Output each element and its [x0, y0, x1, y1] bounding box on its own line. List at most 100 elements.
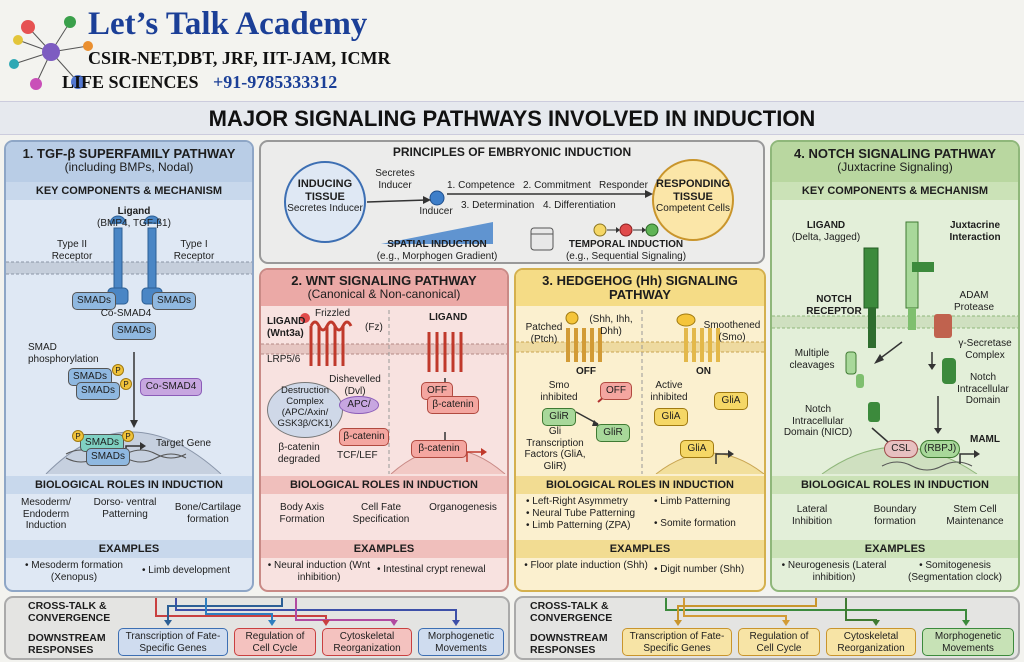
notch-role-1: Lateral Inhibition — [791, 504, 833, 527]
type1-receptor-shape — [141, 215, 163, 305]
tgf-header: 1. TGF-β SUPERFAMILY PATHWAY (including … — [6, 142, 252, 182]
step-competence: 1. Competence — [447, 180, 515, 191]
type1-receptor-label: Type I Receptor — [173, 239, 215, 262]
maml-label: MAML — [970, 434, 1000, 445]
crosstalk-right-panel: CROSS-TALK & CONVERGENCE DOWNSTREAM RESP… — [514, 596, 1020, 660]
wnt-ligand-right: LIGAND — [429, 312, 468, 323]
hh-role-5: • Somite formation — [654, 518, 736, 529]
lrp-label: LRP5/6 — [267, 354, 301, 365]
hh-roles-heading: BIOLOGICAL ROLES IN INDUCTION — [516, 476, 764, 494]
responding-tissue-title: RESPONDING TISSUE — [656, 178, 730, 203]
smo-inhibited-label: Smo inhibited — [540, 380, 578, 403]
co-smad4-smads-box: SMADs — [112, 322, 156, 340]
hh-role-3: • Limb Patterning (ZPA) — [526, 520, 631, 531]
glia-box-1: GliA — [714, 392, 748, 410]
hh-role-1: • Left-Right Asymmetry — [526, 496, 628, 507]
active-inhibited-label: Active inhibited — [650, 380, 688, 403]
step-determination: 3. Determination — [461, 200, 535, 211]
step-commitment: 2. Commitment — [523, 180, 591, 191]
principles-title: PRINCIPLES OF EMBRYONIC INDUCTION — [392, 145, 632, 159]
notch-role-2: Boundary formation — [873, 504, 917, 527]
tgf-title: 1. TGF-β SUPERFAMILY PATHWAY — [22, 146, 236, 161]
phosphate-badge-1: P — [112, 364, 124, 376]
notch-panel: 4. NOTCH SIGNALING PATHWAY (Juxtacrine S… — [770, 140, 1020, 592]
hh-role-2: • Neural Tube Patterning — [526, 508, 636, 519]
apc-box: APC/ — [339, 396, 379, 414]
temporal-induction-label: TEMPORAL INDUCTION (e.g., Sequential Sig… — [551, 239, 701, 262]
fz-label: (Fz) — [365, 322, 383, 333]
multiple-cleavages-label: Multiple cleavages — [789, 348, 835, 371]
adam-label: ADAM Protease — [953, 290, 995, 313]
spatial-induction-label: SPATIAL INDUCTION (e.g., Morphogen Gradi… — [357, 239, 517, 262]
wnt-ligand-left: LIGAND (Wnt3a) — [267, 316, 306, 339]
tgf-ligand-examples: (BMP4, TGF-β1) — [97, 217, 171, 229]
wnt-role-3: Organogenesis — [429, 502, 497, 513]
academy-logo — [8, 12, 94, 92]
glir-box-2: GliR — [596, 424, 630, 442]
spatial-sub: (e.g., Morphogen Gradient) — [376, 250, 498, 262]
patched-label: Patched (Ptch) — [525, 322, 563, 345]
notch-ligand-examples: (Delta, Jagged) — [791, 231, 861, 243]
notch-receptor-label: NOTCH RECEPTOR — [806, 294, 862, 317]
destruction-complex-label: Destruction Complex (APC/Axin/ GSK3β/CK1… — [277, 385, 333, 429]
notch-example-1: • Neurogenesis (Lateral inhibition) — [781, 560, 887, 583]
notch-title: 4. NOTCH SIGNALING PATHWAY — [794, 146, 996, 161]
tgf-examples-heading: EXAMPLES — [6, 540, 252, 558]
co-smad4-label: Co-SMAD4 — [100, 308, 152, 319]
notch-header: 4. NOTCH SIGNALING PATHWAY (Juxtacrine S… — [772, 142, 1018, 182]
inducing-tissue-title: INDUCING TISSUE — [297, 178, 353, 203]
notch-examples-heading: EXAMPLES — [772, 540, 1018, 558]
hh-header: 3. HEDGEHOG (Hh) SIGNALING PATHWAY — [516, 270, 764, 306]
crosstalk-left-panel: CROSS-TALK & CONVERGENCE DOWNSTREAM RESP… — [4, 596, 510, 660]
type2-receptor-shape — [107, 215, 129, 305]
step-differentiation: 4. Differentiation — [543, 200, 616, 211]
crosstalk-right-arrows — [665, 598, 970, 626]
gamma-secretase-label: γ-Secretase Complex — [958, 338, 1012, 361]
principles-svg — [284, 159, 734, 251]
crosstalk-left-arrows — [155, 598, 460, 626]
rbpj-box: (RBPJ) — [920, 440, 960, 458]
hh-example-1: • Floor plate induction (Shh) — [524, 560, 648, 571]
wnt-title: 2. WNT SIGNALING PATHWAY — [291, 273, 477, 288]
notch-role-3: Stem Cell Maintenance — [946, 504, 1004, 527]
glia-box-3: GliA — [680, 440, 714, 458]
tgf-example-2: • Limb development — [142, 565, 230, 576]
inducing-tissue-sub: Secretes Inducer — [287, 203, 363, 215]
hh-title: 3. HEDGEHOG (Hh) SIGNALING PATHWAY — [542, 273, 738, 303]
temporal-sub: (e.g., Sequential Signaling) — [565, 250, 687, 262]
type2-receptor-label: Type II Receptor — [51, 239, 93, 262]
hh-panel: 3. HEDGEHOG (Hh) SIGNALING PATHWAY Patch… — [514, 268, 766, 592]
phosphate-badge-4: P — [122, 430, 134, 442]
tgf-role-1: Mesoderm/ Endoderm Induction — [20, 497, 71, 531]
competent-cells-sub: Competent Cells — [656, 203, 730, 215]
responding-tissue-label: RESPONDING TISSUE Competent Cells — [651, 178, 735, 215]
wnt-role-2: Cell Fate Specification — [352, 502, 410, 525]
destruction-complex-oval — [267, 382, 343, 438]
glia-box-2: GliA — [654, 408, 688, 426]
notch-mechanism-svg — [772, 221, 1018, 474]
glir-box-1: GliR — [542, 408, 576, 426]
tgf-roles-heading: BIOLOGICAL ROLES IN INDUCTION — [6, 476, 252, 494]
wnt-panel: 2. WNT SIGNALING PATHWAY (Canonical & No… — [259, 268, 509, 592]
hh-mechanism-svg — [516, 310, 764, 474]
spatial-title: SPATIAL INDUCTION — [387, 239, 487, 250]
secretes-inducer-label: Secretes Inducer — [375, 168, 415, 191]
subject-text: LIFE SCIENCES — [62, 72, 199, 92]
tgf-role-2: Dorso- ventral Patterning — [93, 497, 157, 520]
inducer-label: Inducer — [419, 206, 453, 217]
hh-on-label: ON — [696, 366, 711, 377]
response-left-cell-cycle: Regulation of Cell Cycle — [234, 628, 316, 656]
gli-tf-label: Gli Transcription Factors (GliA, GliR) — [524, 426, 586, 472]
dishevelled-label: Dishevelled (Dvl) — [329, 374, 381, 397]
notch-example-2: • Somitogenesis (Segmentation clock) — [908, 560, 1002, 583]
principles-panel: PRINCIPLES OF EMBRYONIC INDUCTION INDUCI… — [259, 140, 765, 264]
response-left-transcription: Transcription of Fate-Specific Genes — [118, 628, 228, 656]
response-right-cell-cycle: Regulation of Cell Cycle — [738, 628, 820, 656]
wnt-example-1: • Neural induction (Wnt inhibition) — [267, 560, 371, 583]
notch-ligand-label: LIGAND (Delta, Jagged) — [790, 220, 862, 243]
tgf-mech-heading: KEY COMPONENTS & MECHANISM — [6, 182, 252, 200]
exams-line: CSIR-NET,DBT, JRF, IIT-JAM, ICMR — [88, 48, 391, 68]
response-right-morphogenetic: Morphogenetic Movements — [922, 628, 1014, 656]
phone-number[interactable]: +91-9785333312 — [213, 72, 338, 92]
co-smad4-purple-box: Co-SMAD4 — [140, 378, 202, 396]
